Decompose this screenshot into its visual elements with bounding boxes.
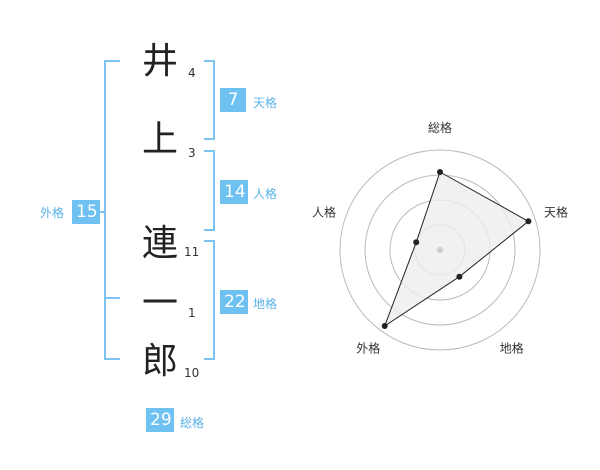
jinkaku-bracket <box>204 150 215 231</box>
name-char-3: 連 <box>141 223 178 264</box>
stroke-count-3: 11 <box>184 245 200 259</box>
radar-ring-4 <box>339 149 541 351</box>
radar-axis-label-2: 天格 <box>544 204 568 219</box>
radar-point-3 <box>456 273 463 280</box>
tenkaku-bracket <box>204 60 215 140</box>
chikaku-bracket <box>204 240 215 360</box>
radar-point-2 <box>525 218 532 225</box>
gaikaku-value: 15 <box>72 200 100 224</box>
stroke-count-1: 4 <box>188 66 196 80</box>
radar-point-4 <box>381 323 388 329</box>
soukaku-label: 総格 <box>180 416 205 430</box>
gaikaku-bracket <box>104 60 120 360</box>
name-char-4: 一 <box>141 283 178 324</box>
radar-axis-label-1: 総格 <box>428 120 452 135</box>
radar-center-dot <box>437 247 443 253</box>
radar-point-5 <box>413 239 420 246</box>
name-char-2: 上 <box>141 119 178 160</box>
gaikaku-pointer <box>96 211 106 213</box>
stroke-count-5: 10 <box>184 366 200 380</box>
soukaku-value: 29 <box>146 408 174 432</box>
gaikaku-divider <box>104 297 120 299</box>
radar-data-polygon <box>383 171 530 328</box>
name-diagram: 井 上 連 一 郎 4 3 11 1 10 7 天格 14 人格 22 地格 外… <box>40 41 278 432</box>
name-char-5: 郎 <box>141 341 178 382</box>
gaikaku-label: 外格 <box>40 206 65 220</box>
tenkaku-value: 7 <box>220 88 246 112</box>
radar-point-1 <box>437 169 443 175</box>
radar-axis-label-5: 人格 <box>312 204 336 219</box>
radar-axis-label-3: 地格 <box>500 341 524 356</box>
stroke-count-4: 1 <box>188 306 196 320</box>
jinkaku-value: 14 <box>220 180 248 204</box>
stroke-count-2: 3 <box>188 146 196 160</box>
chikaku-value: 22 <box>220 290 248 314</box>
jinkaku-label: 人格 <box>253 187 278 201</box>
chikaku-label: 地格 <box>253 297 278 311</box>
tenkaku-label: 天格 <box>253 96 278 110</box>
name-char-1: 井 <box>141 41 178 82</box>
radar-axis-label-4: 外格 <box>356 341 380 356</box>
